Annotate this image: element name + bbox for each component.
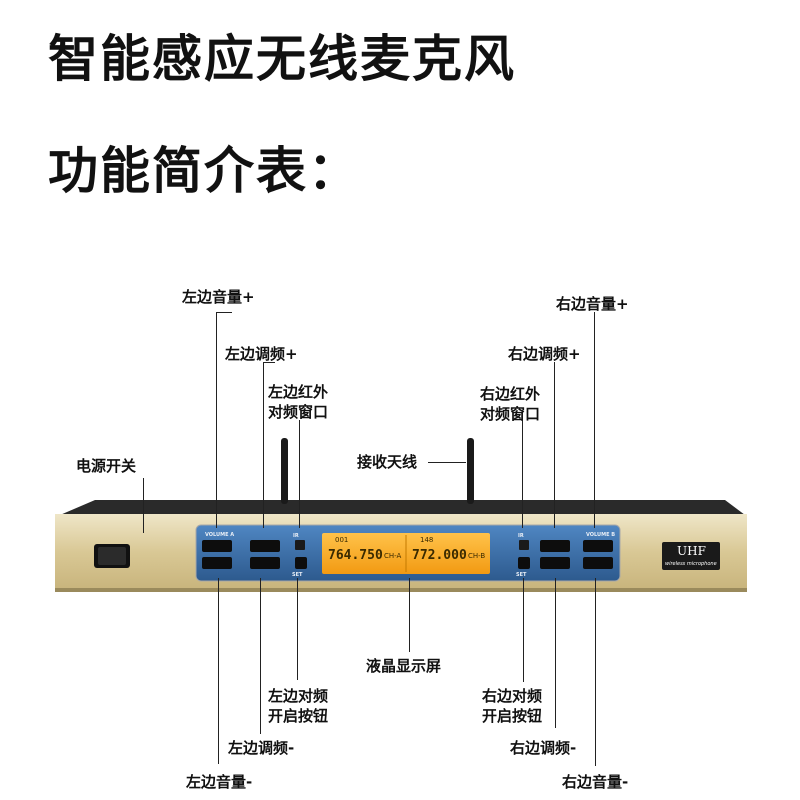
leader-right-tune-down [555, 578, 556, 728]
lcd-right-top: 148 [420, 536, 434, 544]
right-tune-up-button [540, 540, 570, 552]
label-power-switch: 电源开关 [76, 457, 137, 475]
right-antenna [467, 438, 474, 504]
label-right-tune-up: 右边调频+ [508, 345, 581, 363]
uhf-logo-sub: wireless microphone [665, 561, 717, 567]
lcd-right-frequency: 772.000 [412, 548, 467, 563]
page-title-line2: 功能简介表： [48, 142, 360, 200]
right-pair-button [518, 557, 530, 569]
label-right-pair-button: 右边对频开启按钮 [482, 687, 543, 725]
chassis-top [60, 500, 745, 515]
label-left-volume-down: 左边音量- [186, 773, 253, 791]
volume-b-label: VOLUME B [586, 532, 616, 538]
label-right-volume-up: 右边音量+ [556, 295, 629, 313]
label-right-volume-down: 右边音量- [562, 773, 629, 791]
label-left-tune-down: 左边调频- [228, 739, 295, 757]
lcd-left-top: 001 [335, 536, 349, 544]
lcd-ch-a: CH-A [384, 552, 402, 560]
uhf-logo: UHF [677, 544, 706, 558]
leader-left-volume-down [218, 578, 219, 764]
label-left-tune-up: 左边调频+ [225, 345, 298, 363]
leader-lcd [409, 578, 410, 652]
leader-left-ir [299, 420, 300, 528]
volume-a-label: VOLUME A [205, 532, 235, 538]
left-ir-window [295, 540, 305, 550]
left-ir-label: IR [293, 533, 299, 539]
left-tune-down-button [250, 557, 280, 569]
left-set-label: SET [292, 572, 303, 578]
label-right-ir-window: 右边红外对频窗口 [480, 385, 541, 423]
leader-left-volume-up [216, 312, 217, 528]
leader-antenna [428, 462, 466, 463]
left-volume-up-button [202, 540, 232, 552]
left-tune-up-button [250, 540, 280, 552]
label-right-tune-down: 右边调频- [510, 739, 577, 757]
leader-left-pair [297, 578, 298, 680]
left-volume-down-button [202, 557, 232, 569]
uhf-badge [662, 542, 720, 570]
right-tune-down-button [540, 557, 570, 569]
right-set-label: SET [516, 572, 527, 578]
lcd-ch-b: CH-B [468, 552, 486, 560]
label-left-pair-button: 左边对频开启按钮 [268, 687, 329, 725]
label-left-ir-window: 左边红外对频窗口 [268, 383, 329, 421]
leader-right-volume-up [594, 312, 595, 528]
leader-right-volume-down [595, 578, 596, 766]
lcd-left-frequency: 764.750 [328, 548, 383, 563]
right-volume-down-button [583, 557, 613, 569]
leader-right-tune-up [554, 362, 555, 528]
page-title-line1: 智能感应无线麦克风 [48, 30, 516, 88]
left-pair-button [295, 557, 307, 569]
right-ir-label: IR [518, 533, 524, 539]
leader-left-tune-down [260, 578, 261, 734]
leader-right-ir [522, 420, 523, 528]
left-antenna [281, 438, 288, 504]
label-left-volume-up: 左边音量+ [182, 288, 255, 306]
right-volume-up-button [583, 540, 613, 552]
leader-power [143, 478, 144, 533]
right-ir-window [519, 540, 529, 550]
leader-right-pair [523, 578, 524, 682]
leader-left-tune-up [263, 362, 264, 528]
label-antenna: 接收天线 [357, 453, 418, 471]
label-lcd-display: 液晶显示屏 [366, 657, 442, 675]
